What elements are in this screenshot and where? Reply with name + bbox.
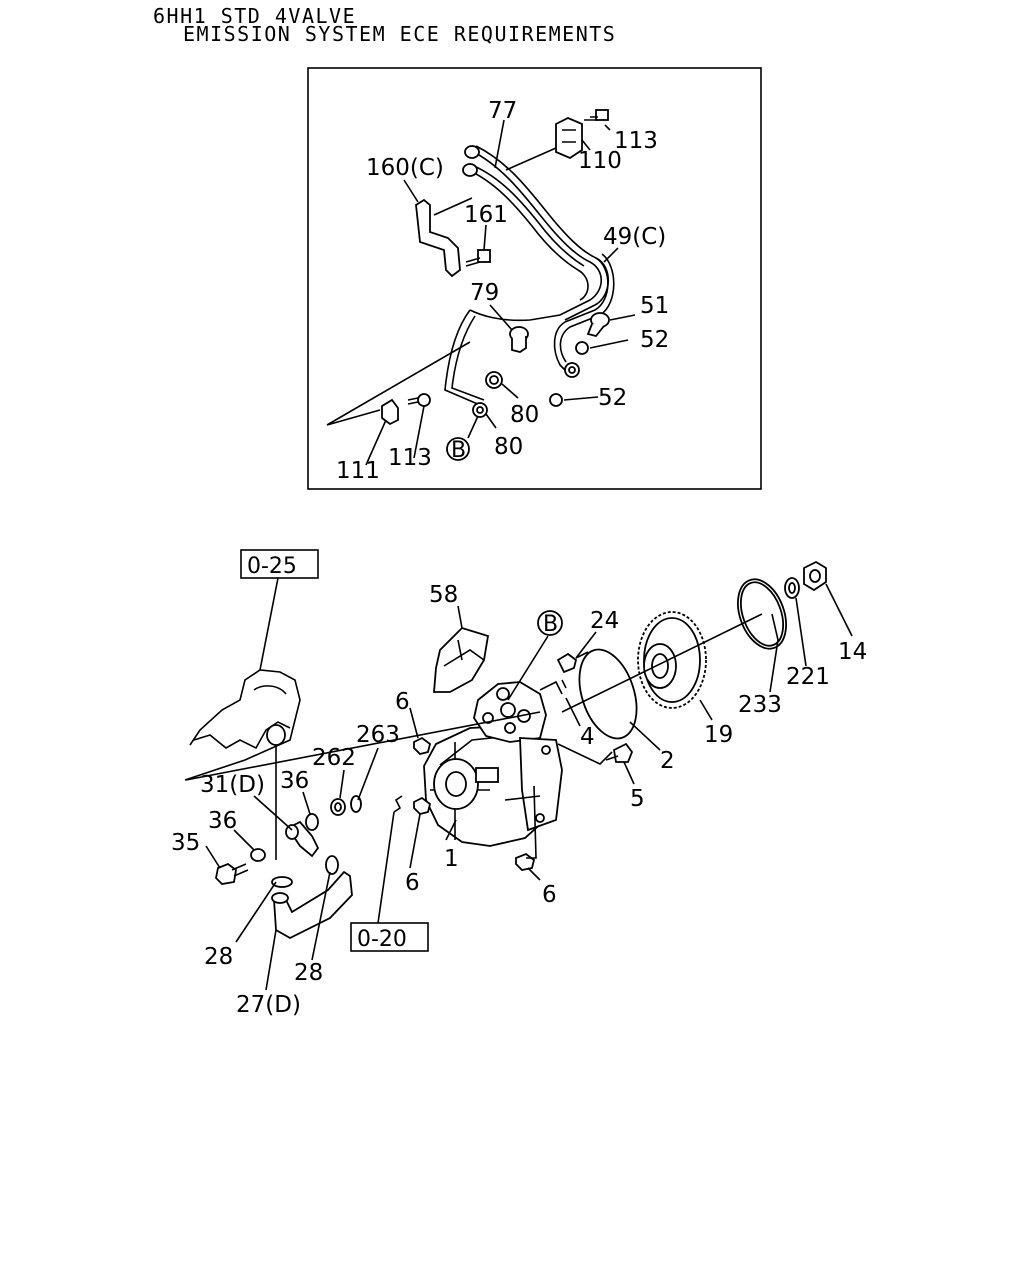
label-110: 110 xyxy=(578,148,622,174)
bolt-113-bottom xyxy=(407,393,431,407)
nut-6-top xyxy=(413,736,432,755)
label-6-bottom: 6 xyxy=(542,882,557,908)
label-262: 262 xyxy=(312,745,356,771)
banjo-bolt-79 xyxy=(509,326,529,353)
oring-263 xyxy=(350,795,362,813)
label-36-upper: 36 xyxy=(280,768,309,794)
clip-28-right xyxy=(325,855,339,875)
label-19: 19 xyxy=(704,722,733,748)
nut-6-middle xyxy=(413,796,432,815)
washer-80-lower xyxy=(472,402,488,418)
ref-box-0-25 xyxy=(240,549,319,579)
engine-block xyxy=(184,669,301,781)
label-52-upper: 52 xyxy=(640,327,669,353)
diagram-subtitle: EMISSION SYSTEM ECE REQUIREMENTS xyxy=(183,22,617,46)
clip-28-left xyxy=(271,876,293,888)
clamp-111 xyxy=(381,398,399,426)
label-27d: 27(D) xyxy=(236,992,301,1018)
clamp-110 xyxy=(555,117,583,160)
washer-52-upper xyxy=(575,341,589,355)
label-58: 58 xyxy=(429,582,458,608)
label-49c: 49(C) xyxy=(603,224,666,250)
bolt-5 xyxy=(605,742,634,763)
label-24: 24 xyxy=(590,608,619,634)
washer-262 xyxy=(330,798,346,816)
plate-233 xyxy=(737,578,787,650)
label-80-upper: 80 xyxy=(510,402,539,428)
label-b-inset: B xyxy=(451,438,466,463)
label-77: 77 xyxy=(488,98,517,124)
label-28-left: 28 xyxy=(204,944,233,970)
label-79: 79 xyxy=(470,280,499,306)
washer-80-upper xyxy=(485,371,503,389)
bolt-161 xyxy=(465,249,491,267)
sensor-24 xyxy=(556,651,589,674)
label-263: 263 xyxy=(356,722,400,748)
label-221: 221 xyxy=(786,664,830,690)
bolt-113-top xyxy=(584,109,609,121)
label-161: 161 xyxy=(464,202,508,228)
label-6-middle: 6 xyxy=(405,870,420,896)
label-51: 51 xyxy=(640,293,669,319)
label-5: 5 xyxy=(630,786,645,812)
washer-52-lower xyxy=(549,393,563,407)
label-233: 233 xyxy=(738,692,782,718)
label-b-main: B xyxy=(543,612,558,637)
label-52-lower: 52 xyxy=(598,385,627,411)
bracket-58 xyxy=(433,626,490,693)
label-113-bottom: 113 xyxy=(388,445,432,471)
banjo-bolt-51 xyxy=(586,312,610,338)
ref-box-0-20 xyxy=(350,922,429,952)
nut-14 xyxy=(803,560,827,592)
inset-frame xyxy=(307,67,762,490)
label-28-right: 28 xyxy=(294,960,323,986)
label-14: 14 xyxy=(838,639,867,665)
ref-0-20: 0-20 xyxy=(357,927,407,952)
gear-19 xyxy=(637,611,707,709)
hose-27d xyxy=(271,745,353,940)
label-6-top: 6 xyxy=(395,689,410,715)
label-160c: 160(C) xyxy=(366,155,444,181)
ref-b-circle-main xyxy=(537,610,563,636)
washer-36-lower xyxy=(250,848,266,862)
nut-6-bottom xyxy=(515,852,536,871)
injection-pump-1 xyxy=(423,681,563,847)
label-36-lower: 36 xyxy=(208,808,237,834)
bolt-35 xyxy=(215,862,249,885)
key-4 xyxy=(539,679,567,695)
label-4: 4 xyxy=(580,724,595,750)
label-31d: 31(D) xyxy=(200,772,265,798)
label-111: 111 xyxy=(336,458,380,484)
label-2: 2 xyxy=(660,748,675,774)
union-31d xyxy=(285,820,320,858)
label-80-lower: 80 xyxy=(494,434,523,460)
washer-36-upper xyxy=(305,813,319,831)
ref-b-circle-inset xyxy=(446,437,470,461)
bracket-160c xyxy=(415,198,461,278)
washer-221 xyxy=(784,577,800,599)
label-35: 35 xyxy=(171,830,200,856)
label-1: 1 xyxy=(444,846,459,872)
label-113-top: 113 xyxy=(614,128,658,154)
ref-0-25: 0-25 xyxy=(247,554,297,579)
diagram-title: 6HH1 STD 4VALVE xyxy=(153,4,357,28)
injection-pipe-77 xyxy=(444,145,609,406)
